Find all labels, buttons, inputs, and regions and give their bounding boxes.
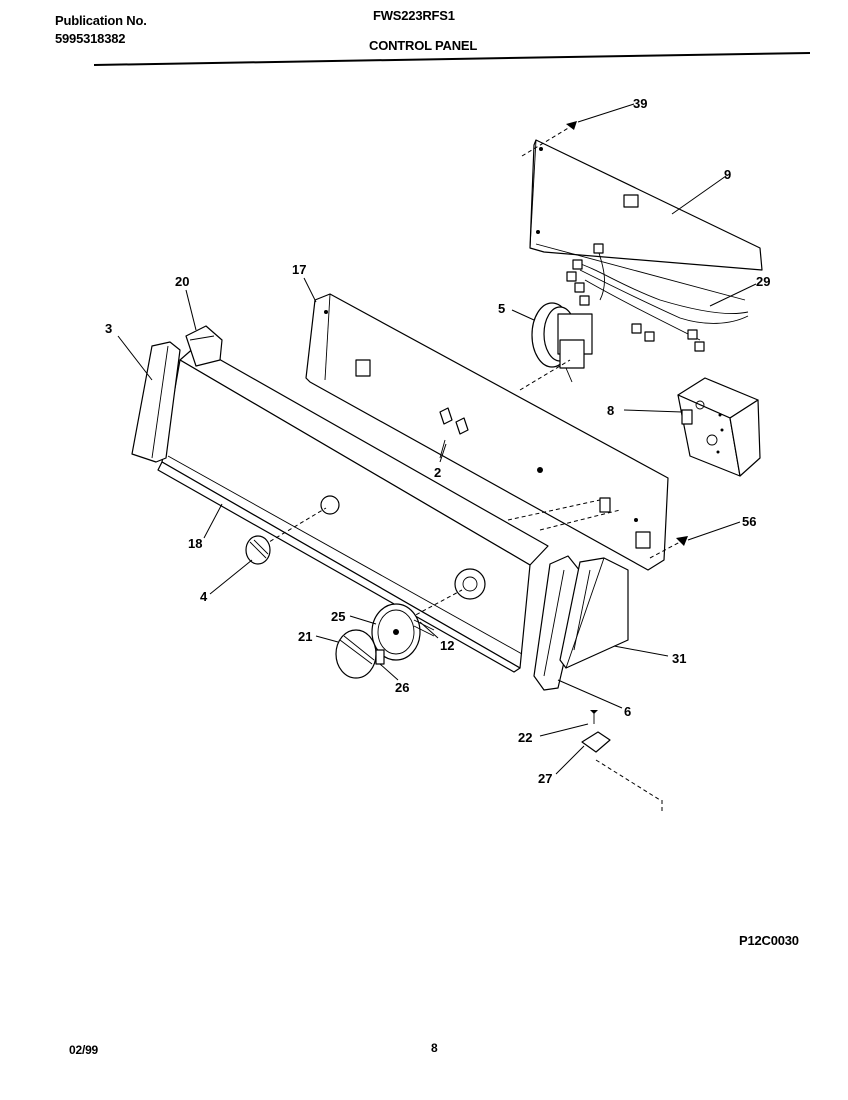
part-rear-cover bbox=[529, 139, 763, 301]
page-number: 8 bbox=[431, 1041, 438, 1055]
callout-6: 6 bbox=[624, 704, 631, 719]
part-screw-39 bbox=[521, 121, 577, 157]
part-clip bbox=[439, 407, 469, 459]
leader-lines bbox=[117, 103, 757, 775]
part-knob-insert bbox=[375, 649, 385, 665]
callout-17: 17 bbox=[292, 262, 306, 277]
part-screw-22 bbox=[590, 710, 598, 724]
callout-8: 8 bbox=[607, 403, 614, 418]
callout-20: 20 bbox=[175, 274, 189, 289]
callout-4: 4 bbox=[200, 589, 208, 604]
callout-31: 31 bbox=[672, 651, 686, 666]
callout-21: 21 bbox=[298, 629, 312, 644]
part-right-bracket bbox=[559, 557, 629, 669]
callout-22: 22 bbox=[518, 730, 532, 745]
callout-39: 39 bbox=[633, 96, 647, 111]
callout-25: 25 bbox=[331, 609, 345, 624]
part-console bbox=[157, 345, 549, 673]
section-title: CONTROL PANEL bbox=[369, 38, 478, 53]
part-dial-skirt bbox=[371, 603, 421, 661]
callout-27: 27 bbox=[538, 771, 552, 786]
publication-number: 5995318382 bbox=[55, 31, 126, 46]
part-timer bbox=[677, 377, 761, 477]
callout-3: 3 bbox=[105, 321, 112, 336]
callout-29: 29 bbox=[756, 274, 770, 289]
header-rule bbox=[94, 52, 810, 66]
part-screw-56 bbox=[649, 536, 688, 559]
part-bracket-clip bbox=[581, 731, 663, 812]
part-right-endcap bbox=[533, 555, 585, 691]
diagram-code: P12C0030 bbox=[739, 933, 799, 948]
date-code: 02/99 bbox=[69, 1043, 99, 1057]
callout-9: 9 bbox=[724, 167, 731, 182]
callout-26: 26 bbox=[395, 680, 409, 695]
callout-12: 12 bbox=[440, 638, 454, 653]
model-number: FWS223RFS1 bbox=[373, 8, 455, 23]
part-left-bracket bbox=[185, 325, 223, 367]
callout-56: 56 bbox=[742, 514, 756, 529]
part-timer-knob bbox=[335, 629, 377, 679]
part-small-knob bbox=[245, 535, 271, 565]
part-wiring-harness bbox=[566, 243, 749, 352]
publication-label: Publication No. bbox=[55, 13, 147, 28]
part-left-endcap bbox=[131, 341, 181, 463]
callout-5: 5 bbox=[498, 301, 505, 316]
callout-2: 2 bbox=[434, 465, 441, 480]
callout-18: 18 bbox=[188, 536, 202, 551]
part-selector-switch bbox=[531, 302, 593, 383]
part-back-plate bbox=[305, 293, 669, 571]
